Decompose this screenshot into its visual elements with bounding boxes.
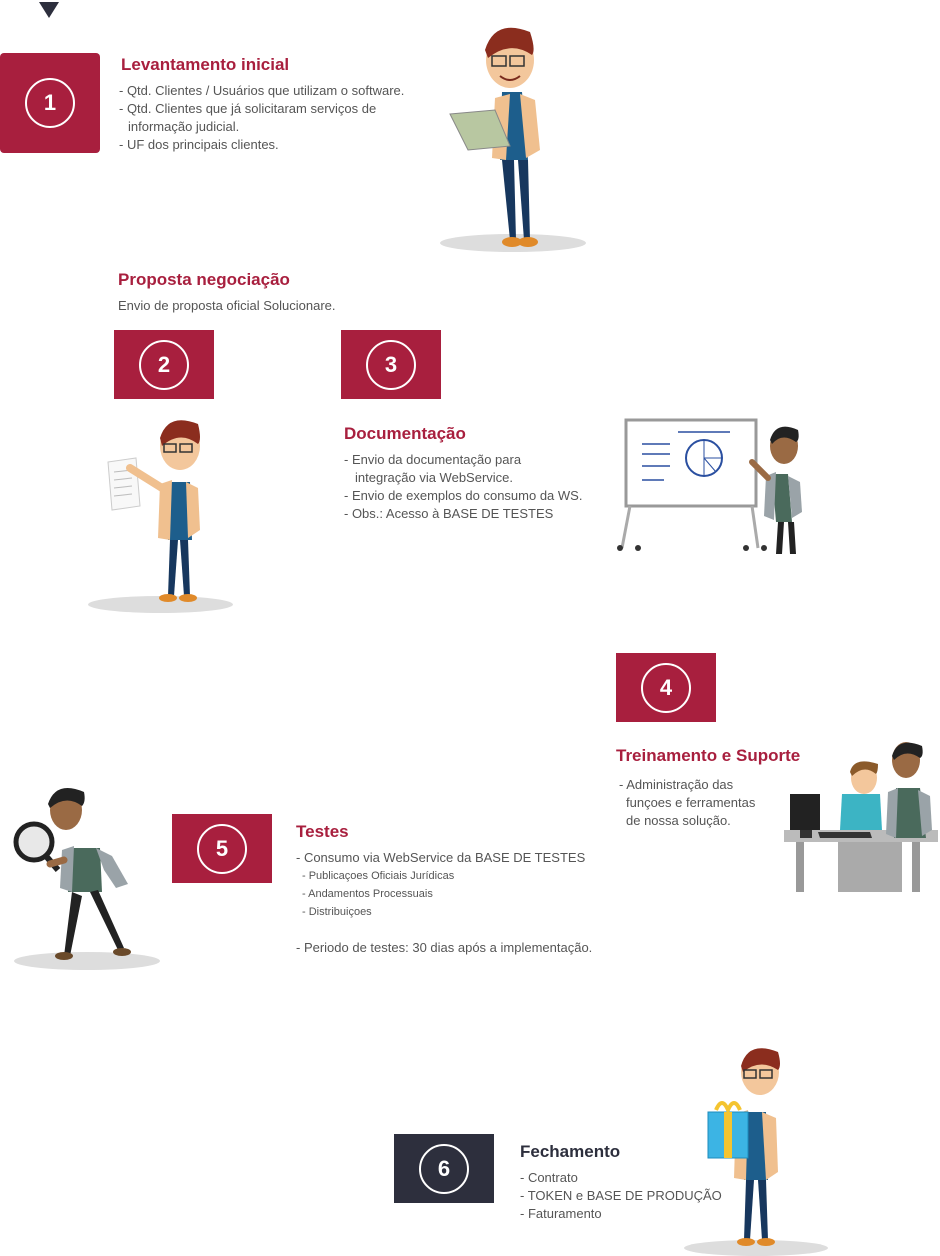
- step-3-badge: 3: [341, 330, 441, 399]
- step-5-footer: - Periodo de testes: 30 dias após a impl…: [296, 940, 593, 955]
- triangle-down-icon: [39, 2, 59, 18]
- step-5-number: 5: [197, 823, 247, 874]
- support-desk-illustration: [784, 742, 938, 892]
- character-shadow: [684, 1240, 828, 1256]
- step-1-text: - Qtd. Clientes / Usuários que utilizam …: [119, 83, 405, 152]
- step-1-badge: 1: [0, 53, 100, 153]
- step-3-text: - Envio da documentação para integração …: [344, 452, 583, 521]
- step-4-badge: 4: [616, 653, 716, 722]
- step-3-title: Documentação: [344, 424, 466, 443]
- man-with-gift-illustration: [707, 1048, 780, 1246]
- step-4-title: Treinamento e Suporte: [616, 746, 801, 765]
- character-shadow: [88, 596, 233, 613]
- step-5-text: - Consumo via WebService da BASE DE TEST…: [296, 850, 586, 918]
- character-shadow: [14, 952, 160, 970]
- step-2-number: 2: [139, 339, 189, 390]
- step-3-number: 3: [366, 339, 416, 390]
- step-6-badge: 6: [394, 1134, 494, 1203]
- man-with-magnifier-illustration: [13, 788, 131, 960]
- step-1-number: 1: [25, 78, 75, 128]
- step-6-number: 6: [419, 1143, 469, 1194]
- step-6-text: - Contrato - TOKEN e BASE DE PRODUÇÃO - …: [520, 1170, 722, 1221]
- step-2-text: Envio de proposta oficial Solucionare.: [118, 298, 336, 313]
- man-with-clipboard-illustration: [449, 27, 540, 247]
- step-4-text: - Administração das funçoes e ferramenta…: [619, 777, 756, 828]
- step-2-badge: 2: [114, 330, 214, 399]
- step-1-title: Levantamento inicial: [121, 55, 290, 74]
- step-2-title: Proposta negociação: [118, 270, 290, 289]
- step-6-title: Fechamento: [520, 1142, 621, 1161]
- step-5-title: Testes: [296, 822, 349, 841]
- step-5-badge: 5: [172, 814, 272, 883]
- whiteboard-presenter-illustration: [617, 418, 802, 554]
- step-4-number: 4: [641, 662, 691, 713]
- man-presenting-document-illustration: [107, 420, 200, 602]
